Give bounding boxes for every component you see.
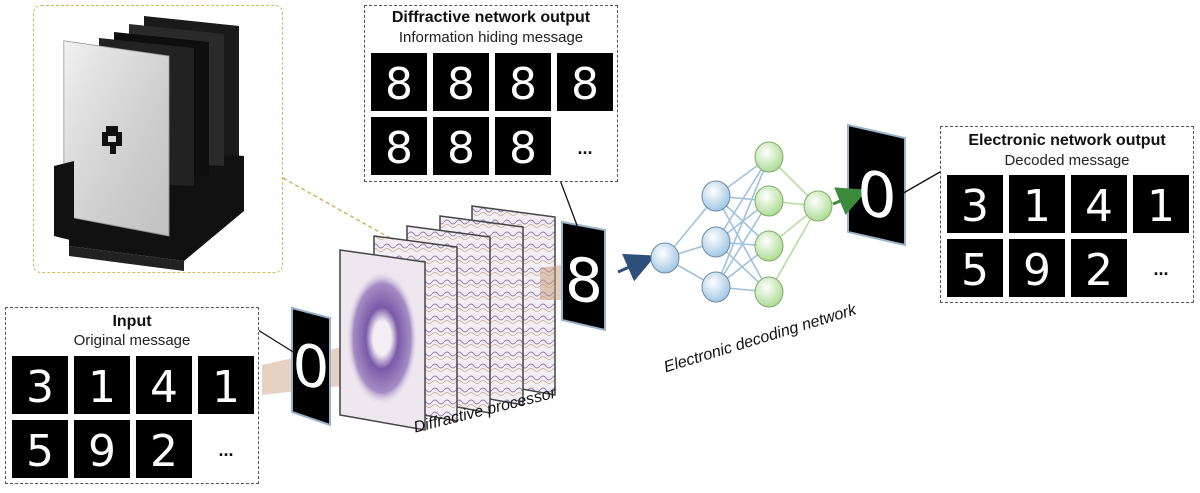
- input-subtitle: Original message: [73, 332, 191, 349]
- diff-digit-tile-4: 8: [557, 53, 613, 111]
- diffractive-output-title: Diffractive network output: [391, 9, 591, 26]
- electronic-output-panel: Electronic network output Decoded messag…: [940, 126, 1194, 303]
- input-digit-tile-4: 1: [198, 356, 254, 414]
- input-digit-tile-3: 4: [136, 356, 192, 414]
- diff-digit-tile-2: 8: [433, 53, 489, 111]
- diffractive-digit-tile: [561, 220, 606, 332]
- network-nodes: [650, 141, 833, 308]
- network-edges: [664, 156, 819, 293]
- elec-digit-tile-5: 5: [947, 239, 1003, 297]
- input-panel-connector: [257, 329, 299, 356]
- input-single-digit: 0: [293, 330, 330, 403]
- diff-digit-7: 8: [509, 123, 537, 174]
- diff-digit-tile-5: 8: [371, 117, 427, 175]
- elec-digit-3: 4: [1085, 181, 1113, 232]
- input-ellipsis: ...: [218, 440, 234, 460]
- elec-digit-tile-4: 1: [1133, 175, 1189, 233]
- input-digit-tile-6: 9: [74, 420, 130, 478]
- photo-connector-line: [282, 177, 391, 239]
- input-digit-tile: [291, 306, 331, 427]
- input-digit-6: 9: [88, 426, 116, 477]
- elec-digit-6: 9: [1023, 245, 1051, 296]
- input-digit-3: 4: [150, 362, 178, 413]
- elec-digit-4: 1: [1147, 181, 1175, 232]
- diffractive-panel-connector: [559, 179, 579, 229]
- elec-digit-2: 1: [1023, 181, 1051, 232]
- diff-digit-tile-6: 8: [433, 117, 489, 175]
- elec-digit-5: 5: [961, 245, 989, 296]
- elec-digit-tile-7: 2: [1071, 239, 1127, 297]
- elec-digit-tile-3: 4: [1071, 175, 1127, 233]
- electronic-output-title: Electronic network output: [968, 132, 1166, 149]
- elec-ellipsis: ...: [1153, 259, 1169, 279]
- input-digit-tile-2: 1: [74, 356, 130, 414]
- hardware-photo: [54, 16, 244, 271]
- electronic-panel-connector: [899, 171, 941, 196]
- elec-digit-tile-1: 3: [947, 175, 1003, 233]
- diff-digit-tile-1: 8: [371, 53, 427, 111]
- input-digit-5: 5: [26, 426, 54, 477]
- diff-digit-tile-3: 8: [495, 53, 551, 111]
- elec-digit-7: 2: [1085, 245, 1113, 296]
- diff-digit-1: 8: [385, 59, 413, 110]
- input-digit-1: 3: [26, 362, 54, 413]
- diffractive-single-digit: 8: [565, 245, 603, 319]
- diff-digit-2: 8: [447, 59, 475, 110]
- input-digit-tile-7: 2: [136, 420, 192, 478]
- elec-digit-tile-6: 9: [1009, 239, 1065, 297]
- hardware-photo-frame: [33, 5, 283, 273]
- input-digit-tile-1: 3: [12, 356, 68, 414]
- diffractive-output-panel: Diffractive network output Information h…: [364, 5, 618, 182]
- diffractive-output-subtitle: Information hiding message: [398, 29, 584, 46]
- diff-digit-3: 8: [509, 59, 537, 110]
- diffractive-layers: [339, 205, 556, 431]
- electronic-output-subtitle: Decoded message: [1004, 152, 1130, 169]
- input-title: Input: [112, 313, 152, 330]
- input-digit-tile-5: 5: [12, 420, 68, 478]
- elec-digit-1: 3: [961, 181, 989, 232]
- input-digit-7: 2: [150, 426, 178, 477]
- diff-ellipsis: ...: [577, 138, 593, 158]
- diff-digit-6: 8: [447, 123, 475, 174]
- decoded-single-digit: 0: [857, 156, 896, 235]
- to-decoded-arrow: [832, 187, 868, 216]
- diff-digit-4: 8: [571, 59, 599, 110]
- input-digit-2: 1: [88, 362, 116, 413]
- diff-digit-5: 8: [385, 123, 413, 174]
- input-digit-4: 1: [212, 362, 240, 413]
- input-panel: Input Original message 3 1 4 1 5 9 2 ...: [5, 307, 259, 484]
- elec-digit-tile-2: 1: [1009, 175, 1065, 233]
- diff-digit-tile-7: 8: [495, 117, 551, 175]
- to-network-arrow: [617, 253, 656, 282]
